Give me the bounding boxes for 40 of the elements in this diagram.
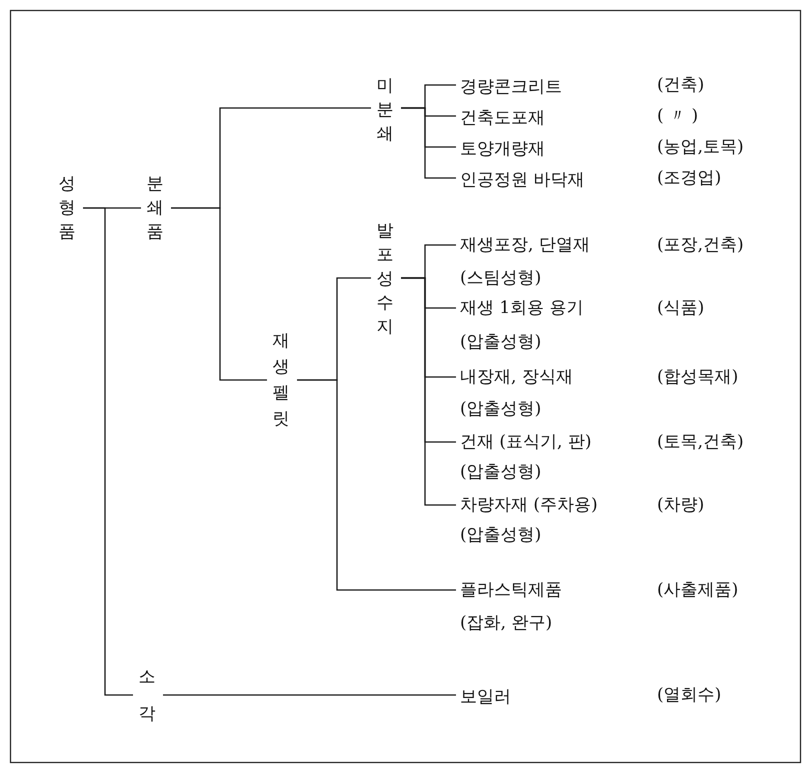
process-note: (압출성형) [460,462,542,482]
product-label: 재생포장, 단열재 [460,235,590,255]
connector-line [171,207,267,381]
product-label: 건재 (표식기, 판) [460,432,592,452]
product-label: 인공정원 바닥재 [460,168,584,191]
product-label: 차량자재 (주차용) [460,495,598,515]
use-label: (합성목재) [657,367,738,387]
use-label: (농업,토목) [657,137,744,157]
category-label: 성형품 [57,172,77,244]
process-note: (잡화, 완구) [460,613,554,633]
product-label: 내장재, 장식재 [460,367,573,387]
product-label: 경량콘크리트 [460,75,562,98]
connector-line [297,379,456,591]
category-label: 발포성수지 [375,219,395,339]
category-label: 분쇄품 [145,172,165,244]
use-label: (식품) [657,298,704,318]
connector-line [401,277,456,506]
use-label: ( 〃 ) [657,106,698,126]
use-label: (사출제품) [657,580,738,600]
connector-line [162,694,456,696]
category-label: 미분쇄 [375,74,395,146]
use-label: (차량) [657,495,704,515]
process-note: (스팀성형) [460,268,542,288]
product-label: 건축도포재 [460,106,545,129]
use-label: (열회수) [657,685,722,705]
product-label: 재생 1회용 용기 [460,298,584,318]
use-label: (조경업) [657,168,722,188]
product-label: 플라스틱제품 [460,580,562,600]
connector-line [401,107,456,179]
connector-line [83,207,133,696]
process-note: (압출성형) [460,399,542,419]
category-label: 소각 [137,659,157,733]
use-label: (건축) [657,75,704,95]
product-label: 토양개량재 [460,137,545,160]
process-note: (압출성형) [460,332,542,352]
product-label: 보일러 [460,685,511,708]
use-label: (토목,건축) [657,432,744,452]
use-label: (포장,건축) [657,235,744,255]
process-note: (압출성형) [460,525,542,545]
category-label: 재생 펠릿 [271,328,291,432]
